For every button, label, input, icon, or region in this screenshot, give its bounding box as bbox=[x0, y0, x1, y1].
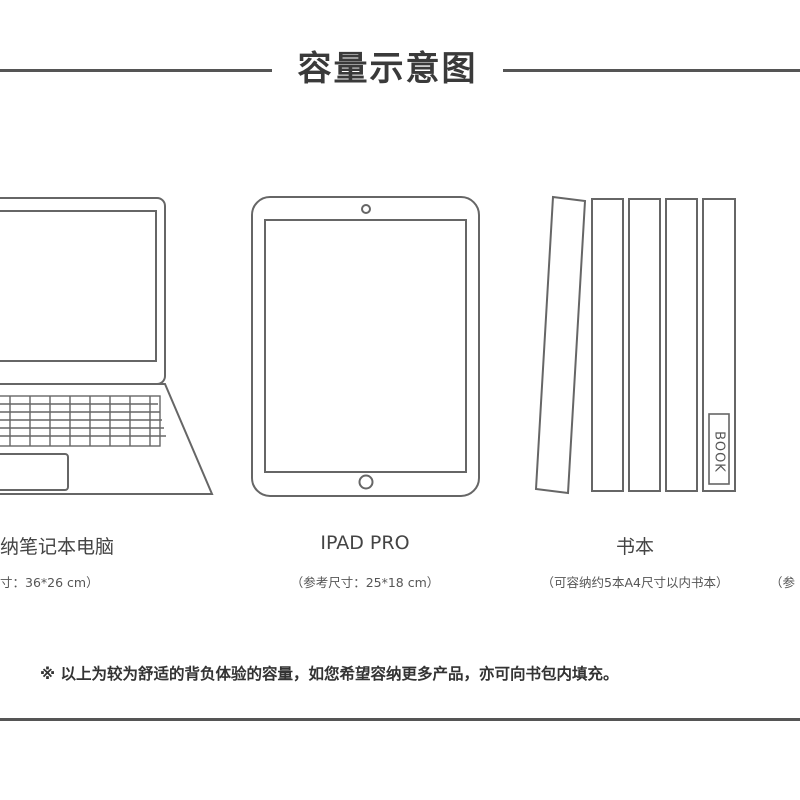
footer-rule bbox=[0, 718, 800, 721]
laptop-label: 纳笔记本电脑 bbox=[0, 536, 115, 558]
header-rule-right bbox=[503, 69, 800, 72]
book-spine-text: BOOK bbox=[712, 431, 727, 473]
books-icon bbox=[534, 195, 736, 495]
tablet-icon bbox=[251, 196, 480, 497]
footer-note: ※ 以上为较为舒适的背负体验的容量，如您希望容纳更多产品，亦可向书包内填充。 bbox=[40, 665, 619, 683]
books-label: 书本 bbox=[615, 536, 654, 558]
header-rule-left bbox=[0, 69, 272, 72]
tablet-size: （参考尺寸：25*18 cm） bbox=[290, 575, 440, 590]
books-size: （可容纳约5本A4尺寸以内书本） bbox=[541, 575, 729, 590]
laptop-icon bbox=[0, 197, 214, 495]
section-title: 容量示意图 bbox=[297, 49, 478, 89]
fourth-item-size: （参 bbox=[770, 575, 796, 590]
laptop-size: 寸：36*26 cm） bbox=[0, 575, 99, 590]
tablet-label: IPAD PRO bbox=[320, 532, 410, 554]
section-header: 容量示意图 bbox=[0, 0, 800, 140]
